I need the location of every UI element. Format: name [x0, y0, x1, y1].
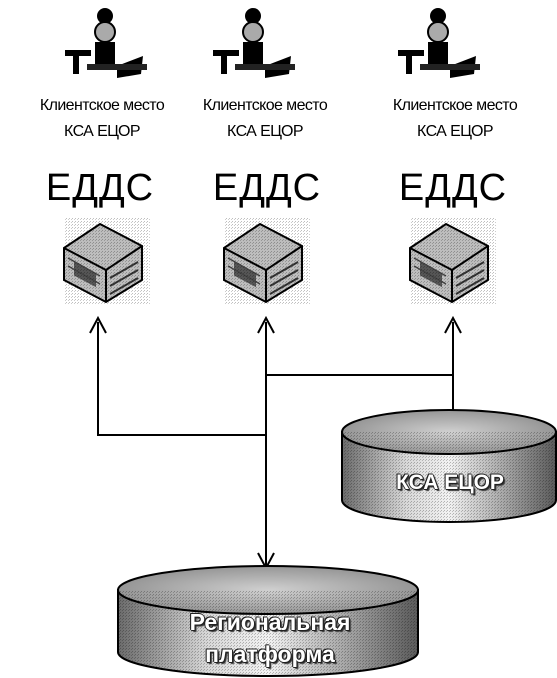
arrow-up-center — [257, 315, 275, 334]
connection-lines — [97, 322, 454, 565]
arrow-up-right — [444, 315, 462, 334]
operator-icon-1 — [65, 8, 147, 78]
regional-platform-cylinder — [117, 565, 419, 677]
workstation-label-1-line1: Клиентское место — [39, 97, 165, 114]
edds-label-1: ЕДДС — [45, 167, 155, 209]
operator-icon-3 — [398, 8, 480, 78]
workstation-label-2: Клиентское место КСА ЕЦОР — [180, 93, 350, 145]
workstation-label-3-line2: КСА ЕЦОР — [417, 123, 494, 140]
workstation-label-2-line2: КСА ЕЦОР — [227, 123, 304, 140]
operator-icon-2 — [213, 8, 295, 78]
edds-label-2: ЕДДС — [212, 167, 322, 209]
regional-platform-label-line2: платформа — [205, 641, 335, 667]
equipment-icon-2 — [223, 218, 310, 304]
workstation-label-1: Клиентское место КСА ЕЦОР — [17, 93, 187, 145]
arrowheads — [89, 315, 462, 571]
ksa-database-cylinder — [341, 409, 557, 523]
regional-platform-label-line1: Региональная — [189, 609, 351, 635]
workstation-label-1-line2: КСА ЕЦОР — [64, 123, 141, 140]
regional-platform-label: Региональная платформа — [160, 606, 380, 670]
equipment-icon-1 — [63, 218, 150, 304]
workstation-label-2-line1: Клиентское место — [202, 97, 328, 114]
workstation-label-3: Клиентское место КСА ЕЦОР — [370, 93, 540, 145]
equipment-icon-3 — [409, 218, 496, 304]
edds-label-3: ЕДДС — [398, 167, 508, 209]
ksa-database-label: КСА ЕЦОР — [396, 471, 504, 494]
workstation-label-3-line1: Клиентское место — [392, 97, 518, 114]
arrow-up-left — [89, 315, 107, 334]
